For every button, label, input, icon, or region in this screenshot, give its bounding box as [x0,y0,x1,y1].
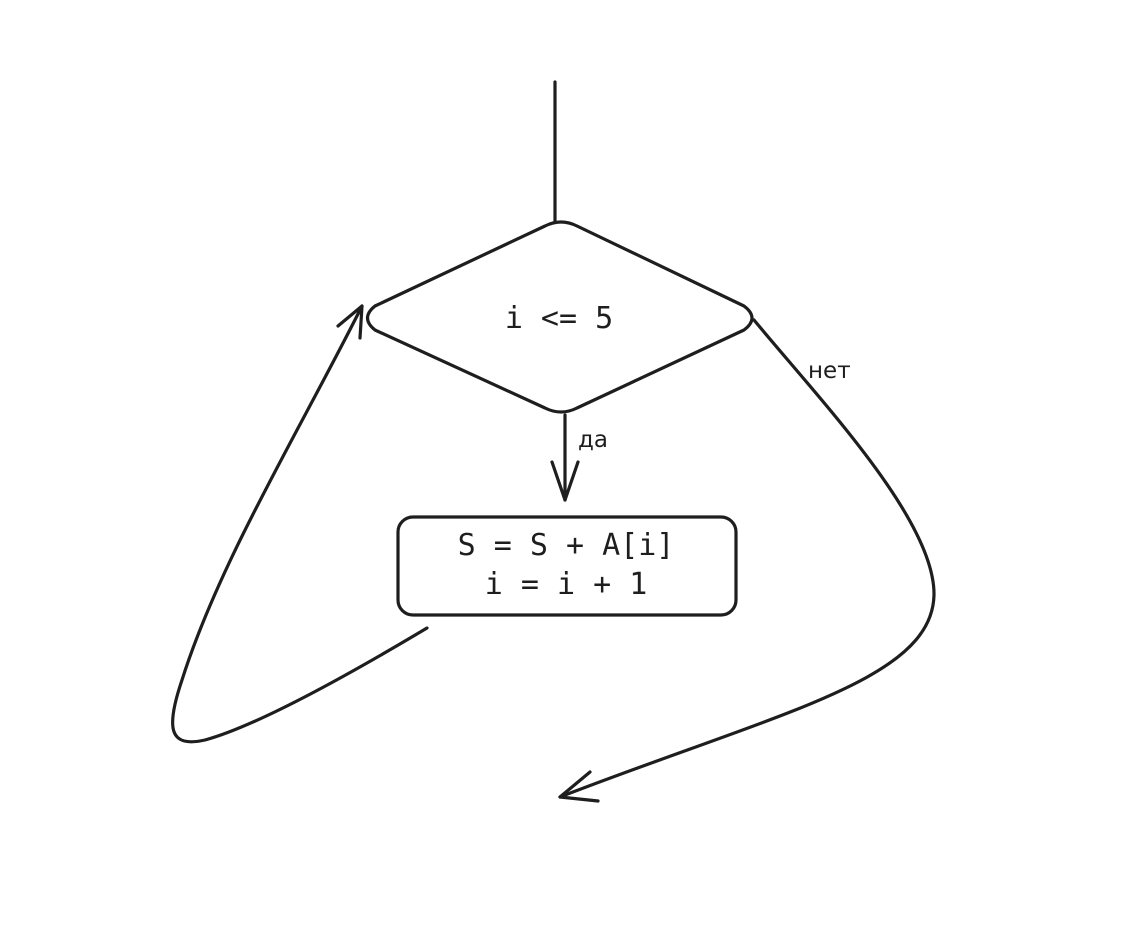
process-line-1: S = S + A[i] [458,528,675,563]
process-line-2: i = i + 1 [485,567,648,602]
condition-node[interactable]: i <= 5 [365,220,754,414]
loop-connector[interactable] [170,304,429,744]
loop-arrowhead [336,304,364,340]
yes-arrowhead [550,460,580,502]
process-box[interactable] [396,515,738,617]
yes-edge[interactable]: да [550,413,608,502]
loop-edge[interactable] [170,304,429,744]
condition-text: i <= 5 [505,301,613,336]
no-connector[interactable] [558,318,936,799]
process-node[interactable]: S = S + A[i] i = i + 1 [396,515,738,617]
no-edge[interactable]: нет [558,318,936,803]
condition-diamond[interactable] [365,220,754,414]
no-label: нет [808,358,851,384]
yes-label: да [578,427,608,453]
no-arrowhead [558,770,600,803]
